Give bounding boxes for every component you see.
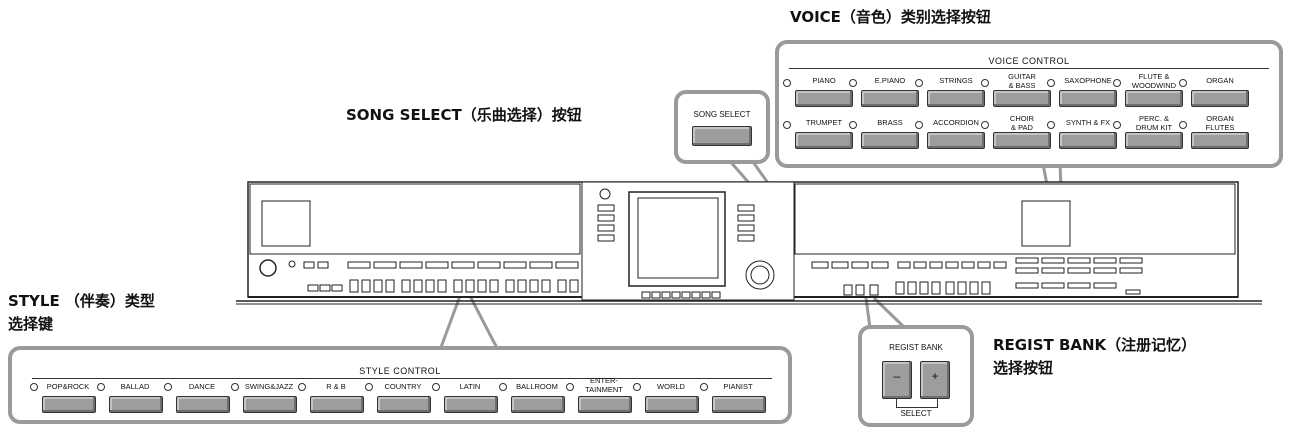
style-button-label: LATIN	[459, 382, 481, 391]
style-button-label: COUNTRY	[384, 382, 422, 391]
style-button[interactable]	[243, 396, 297, 413]
voice-button[interactable]	[1059, 132, 1117, 149]
voice-button[interactable]	[993, 132, 1051, 149]
voice-led	[1047, 121, 1055, 129]
regist-bank-panel: REGIST BANK – + SELECT	[858, 325, 974, 427]
style-button[interactable]	[645, 396, 699, 413]
voice-button[interactable]	[1191, 90, 1249, 107]
style-led	[566, 383, 574, 391]
style-callout-line1: STYLE （伴奏）类型	[8, 292, 155, 310]
style-button[interactable]	[109, 396, 163, 413]
style-led	[365, 383, 373, 391]
select-bracket	[896, 399, 938, 408]
voice-button-label: SAXOPHONE	[1064, 76, 1112, 85]
voice-button-label: FLUTE & WOODWIND	[1131, 72, 1177, 90]
voice-button-label: STRINGS	[939, 76, 973, 85]
style-led	[432, 383, 440, 391]
regist-bank-title: REGIST BANK	[889, 343, 943, 352]
voice-button-label: E.PIANO	[874, 76, 906, 85]
style-led	[499, 383, 507, 391]
style-button[interactable]	[578, 396, 632, 413]
song-select-panel: SONG SELECT	[674, 90, 770, 164]
voice-button-label: ORGAN FLUTES	[1205, 114, 1235, 132]
regist-bank-plus-button[interactable]: +	[920, 361, 950, 399]
style-button-label: SWING&JAZZ	[244, 382, 294, 391]
voice-button-label: ORGAN	[1206, 76, 1234, 85]
regist-callout-line2: 选择按钮	[993, 359, 1054, 377]
voice-led	[1047, 79, 1055, 87]
voice-button-label: ACCORDION	[933, 118, 979, 127]
style-button[interactable]	[444, 396, 498, 413]
voice-led	[849, 121, 857, 129]
style-led	[97, 383, 105, 391]
voice-button[interactable]	[927, 90, 985, 107]
voice-led	[981, 121, 989, 129]
voice-control-panel: VOICE CONTROL PIANO E.PIANO STRINGS GUITAR …	[775, 40, 1283, 168]
style-button-label: POP&ROCK	[46, 382, 90, 391]
voice-button-label: PIANO	[812, 76, 836, 85]
voice-led	[915, 121, 923, 129]
style-led	[298, 383, 306, 391]
style-led	[633, 383, 641, 391]
voice-led	[981, 79, 989, 87]
voice-button-label: CHOIR & PAD	[1009, 114, 1035, 132]
song-select-callout: SONG SELECT（乐曲选择）按钮	[346, 106, 582, 124]
voice-led	[1113, 79, 1121, 87]
regist-callout-line1: REGIST BANK（注册记忆）	[993, 336, 1197, 354]
voice-control-title: VOICE CONTROL	[988, 56, 1070, 66]
voice-button-label: PERC. & DRUM KIT	[1135, 114, 1173, 132]
voice-button-label: SYNTH & FX	[1065, 118, 1111, 127]
voice-button[interactable]	[927, 132, 985, 149]
style-led	[700, 383, 708, 391]
voice-button[interactable]	[1125, 132, 1183, 149]
style-button-label: WORLD	[657, 382, 685, 391]
style-button[interactable]	[176, 396, 230, 413]
voice-button[interactable]	[795, 90, 853, 107]
style-button-label: BALLAD	[120, 382, 150, 391]
voice-button[interactable]	[1191, 132, 1249, 149]
voice-callout: VOICE（音色）类别选择按钮	[790, 8, 991, 26]
style-button-label: R & B	[326, 382, 346, 391]
voice-led	[783, 121, 791, 129]
voice-led	[1179, 121, 1187, 129]
style-button[interactable]	[310, 396, 364, 413]
voice-button[interactable]	[861, 132, 919, 149]
voice-button[interactable]	[1059, 90, 1117, 107]
voice-button[interactable]	[993, 90, 1051, 107]
voice-button[interactable]	[795, 132, 853, 149]
right-button-row	[811, 257, 1143, 296]
style-led	[164, 383, 172, 391]
style-led	[231, 383, 239, 391]
style-callout-line2: 选择键	[8, 315, 54, 333]
voice-led	[915, 79, 923, 87]
song-select-button[interactable]	[692, 126, 752, 146]
style-button[interactable]	[511, 396, 565, 413]
plus-icon: +	[931, 369, 939, 383]
style-button-label: BALLROOM	[516, 382, 558, 391]
voice-led	[849, 79, 857, 87]
style-control-panel: STYLE CONTROL POP&ROCK BALLAD DANCE SWING&J…	[8, 346, 792, 424]
style-button-label: PIANIST	[723, 382, 753, 391]
voice-button[interactable]	[1125, 90, 1183, 107]
voice-button[interactable]	[861, 90, 919, 107]
voice-button-label: GUITAR & BASS	[1008, 72, 1036, 90]
left-button-row	[303, 261, 579, 293]
style-button-label: DANCE	[188, 382, 216, 391]
voice-led	[783, 79, 791, 87]
voice-led	[1113, 121, 1121, 129]
minus-icon: –	[893, 369, 901, 383]
style-led	[30, 383, 38, 391]
voice-led	[1179, 79, 1187, 87]
select-label: SELECT	[900, 409, 932, 418]
style-button[interactable]	[377, 396, 431, 413]
voice-button-label: TRUMPET	[805, 118, 843, 127]
style-button[interactable]	[712, 396, 766, 413]
song-select-label: SONG SELECT	[693, 110, 751, 119]
style-control-title: STYLE CONTROL	[359, 366, 441, 376]
style-button-label: ENTER- TAINMENT	[585, 376, 623, 394]
voice-button-label: BRASS	[877, 118, 903, 127]
style-button[interactable]	[42, 396, 96, 413]
regist-bank-minus-button[interactable]: –	[882, 361, 912, 399]
